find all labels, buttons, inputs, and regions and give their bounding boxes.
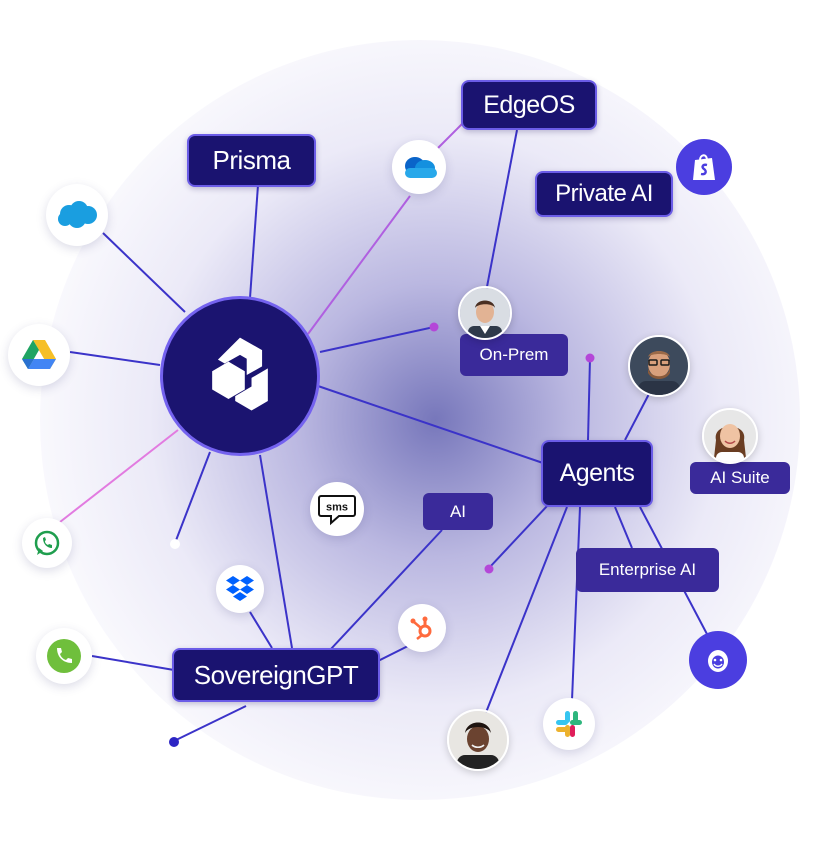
- node-ai-suite[interactable]: AI Suite: [690, 462, 790, 494]
- avatar: [628, 335, 690, 397]
- shopify-icon[interactable]: [676, 139, 732, 195]
- line-sovereign-dot4: [173, 705, 247, 742]
- node-agents[interactable]: Agents: [541, 440, 653, 507]
- node-ai[interactable]: AI: [423, 493, 493, 530]
- node-dot: [484, 564, 494, 574]
- node-dot: [429, 322, 439, 332]
- line-agents-dot3: [488, 504, 549, 569]
- line-hub-onedrive: [307, 195, 411, 335]
- line-hub-prisma: [249, 184, 259, 299]
- node-prisma[interactable]: Prisma: [187, 134, 316, 187]
- phone-icon[interactable]: [36, 628, 92, 684]
- node-sovereigngpt[interactable]: SovereignGPT: [172, 648, 380, 702]
- line-sovereign-phone: [91, 655, 175, 671]
- line-sovereign-dropbox: [249, 611, 273, 649]
- mailchimp-icon[interactable]: [689, 631, 747, 689]
- dropbox-icon[interactable]: [216, 565, 264, 613]
- avatar: [458, 286, 512, 340]
- node-private-ai[interactable]: Private AI: [535, 171, 673, 217]
- hubspot-icon[interactable]: [398, 604, 446, 652]
- line-hub-sovereign: [259, 454, 293, 649]
- hexagon-logo-icon: [212, 337, 268, 411]
- line-sovereign-hubspot: [377, 644, 411, 662]
- line-hub-whatsapp: [59, 429, 179, 523]
- line-agents-avatar4: [484, 506, 568, 716]
- line-hub-agents: [317, 385, 544, 464]
- line-hub-dot1: [319, 326, 435, 353]
- sms-icon[interactable]: sms: [310, 482, 364, 536]
- salesforce-icon[interactable]: [46, 184, 108, 246]
- node-dot: [169, 737, 179, 747]
- sms-icon-text: sms: [326, 502, 348, 514]
- node-dot: [585, 353, 595, 363]
- avatar: [702, 408, 758, 464]
- whatsapp-icon[interactable]: [22, 518, 72, 568]
- node-dot: [170, 539, 180, 549]
- node-enterprise-ai[interactable]: Enterprise AI: [576, 548, 719, 592]
- slack-icon[interactable]: [543, 698, 595, 750]
- line-agents-enterprise: [614, 506, 633, 549]
- node-edgeos[interactable]: EdgeOS: [461, 80, 597, 130]
- line-sovereign-ai: [329, 529, 443, 651]
- line-agents-avatar2: [624, 391, 651, 441]
- line-agents-slack: [571, 506, 581, 701]
- onedrive-icon[interactable]: [392, 140, 446, 194]
- google-drive-icon[interactable]: [8, 324, 70, 386]
- hub-node[interactable]: [160, 296, 320, 456]
- line-hub-salesforce: [102, 232, 186, 313]
- line-edgeos-avatar: [485, 129, 518, 293]
- line-agents-dot2: [587, 357, 591, 441]
- line-hub-gdrive: [69, 351, 161, 366]
- avatar: [447, 709, 509, 771]
- node-on-prem[interactable]: On-Prem: [460, 334, 568, 376]
- line-hub-dot-white: [174, 451, 211, 544]
